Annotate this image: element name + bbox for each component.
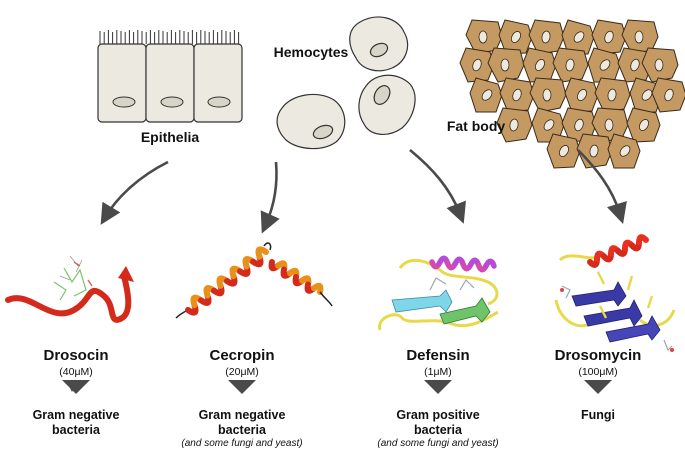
cecropin-target-line2: bacteria [218,423,266,437]
drosocin-target-line1: Gram negative [32,408,120,422]
cecropin-target-line1: Gram negative [198,408,286,422]
epithelia-label: Epithelia [140,129,200,145]
drosocin-target-line2: bacteria [52,423,100,437]
epithelia-cells [97,30,243,123]
drosomycin-concentration: (100μM) [578,366,618,378]
drosomycin-structure [554,234,676,352]
drosomycin-target-line1: Fungi [580,408,615,422]
cecropin-structure [175,242,333,319]
cecropin-name: Cecropin [209,347,275,364]
defensin-structure [378,255,499,331]
drosocin-target: Gram negative bacteria [6,408,146,438]
cecropin-concentration: (20μM) [225,366,259,378]
drosocin-structure [5,255,134,323]
defensin-concentration: (1μM) [424,366,452,378]
drosocin-name: Drosocin [43,347,109,364]
defensin-target-line1: Gram positive [396,408,480,422]
defensin-name: Defensin [406,347,470,364]
defensin-target-line2: bacteria [414,423,462,437]
hemocytes-label: Hemocytes [273,44,349,60]
fat-body-cells [459,19,685,169]
arrows-bottom [62,380,612,394]
drosocin-concentration: (40μM) [59,366,93,378]
hemocyte-cells [276,16,416,150]
defensin-note: (and some fungi and yeast) [377,438,499,449]
drosomycin-target: Fungi [528,408,668,423]
fat-body-label: Fat body [446,118,506,134]
drosomycin-name: Drosomycin [554,347,642,364]
arrows-top [100,148,627,234]
cecropin-note: (and some fungi and yeast) [181,438,303,449]
defensin-target: Gram positive bacteria [368,408,508,438]
cecropin-target: Gram negative bacteria [172,408,312,438]
